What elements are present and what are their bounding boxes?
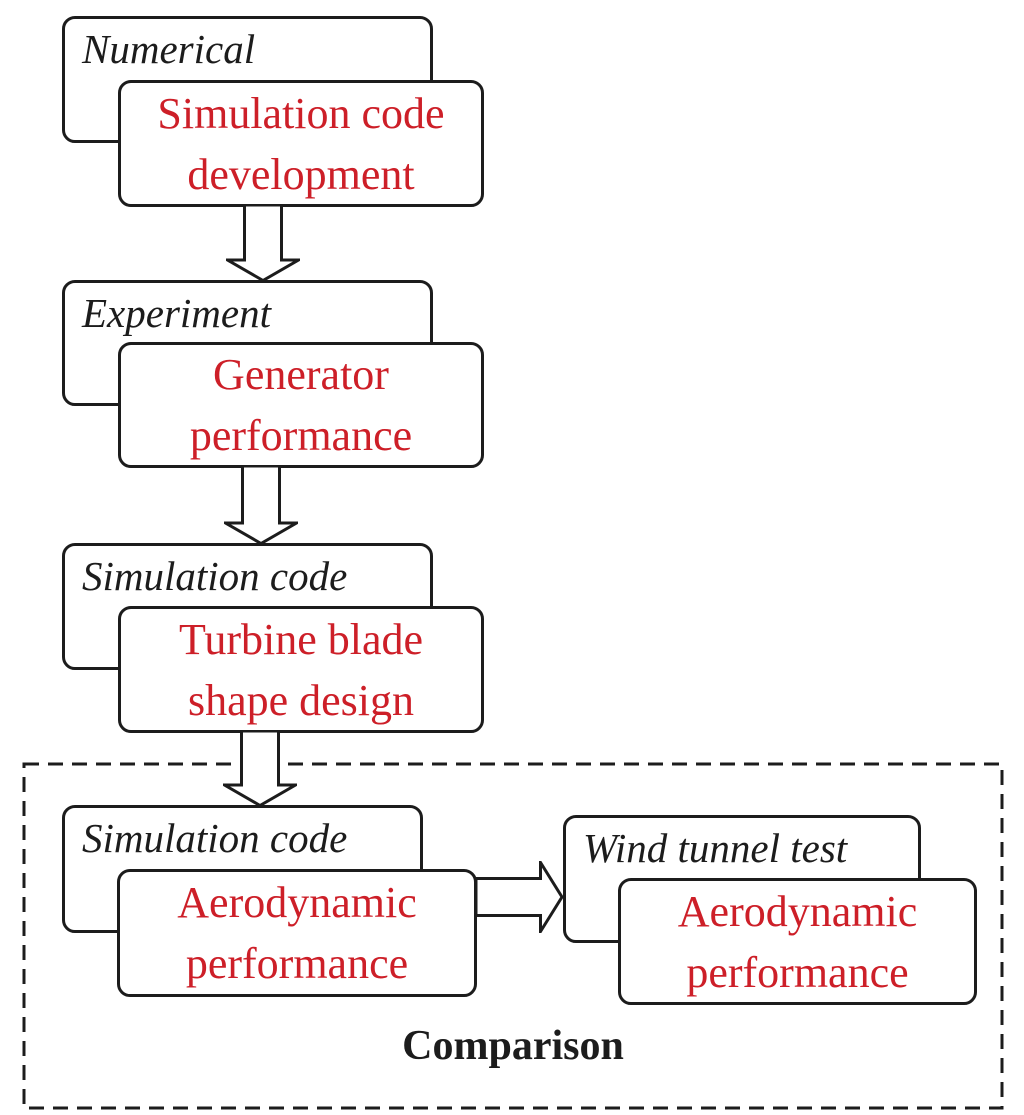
content-line: Simulation code [157, 88, 445, 138]
content-line: performance [686, 947, 909, 997]
right-arrow-icon [476, 861, 564, 933]
content-line: Turbine blade [178, 614, 424, 664]
down-arrow-icon [224, 466, 298, 546]
group-experiment-content: Generator performance [121, 345, 481, 465]
content-line: shape design [187, 675, 415, 725]
comparison-label: Comparison [402, 1023, 624, 1069]
group-wind-tunnel-front-box: Aerodynamic performance [618, 878, 977, 1005]
content-line: performance [189, 411, 413, 460]
content-line: Aerodynamic [677, 886, 918, 936]
group-wind-tunnel-content: Aerodynamic performance [621, 881, 974, 1002]
group-sim-aero-label: Simulation code [82, 815, 348, 861]
group-experiment-front-box: Generator performance [118, 342, 484, 468]
group-simulation-code-label: Simulation code [82, 553, 348, 599]
group-numerical-label: Numerical [82, 26, 256, 72]
content-line: development [187, 149, 415, 199]
group-numerical-content: Simulation code development [121, 83, 481, 204]
content-line: Aerodynamic [177, 878, 417, 927]
content-line: performance [185, 939, 409, 988]
group-simulation-code-content: Turbine blade shape design [121, 609, 481, 730]
group-wind-tunnel-label: Wind tunnel test [583, 825, 848, 871]
group-experiment-label: Experiment [82, 290, 271, 336]
down-arrow-icon [226, 205, 300, 283]
content-line: Generator [213, 350, 389, 399]
down-arrow-icon [223, 731, 297, 808]
group-simulation-code-front-box: Turbine blade shape design [118, 606, 484, 733]
group-sim-aero-content: Aerodynamic performance [120, 872, 474, 994]
group-numerical-front-box: Simulation code development [118, 80, 484, 207]
group-sim-aero-front-box: Aerodynamic performance [117, 869, 477, 997]
